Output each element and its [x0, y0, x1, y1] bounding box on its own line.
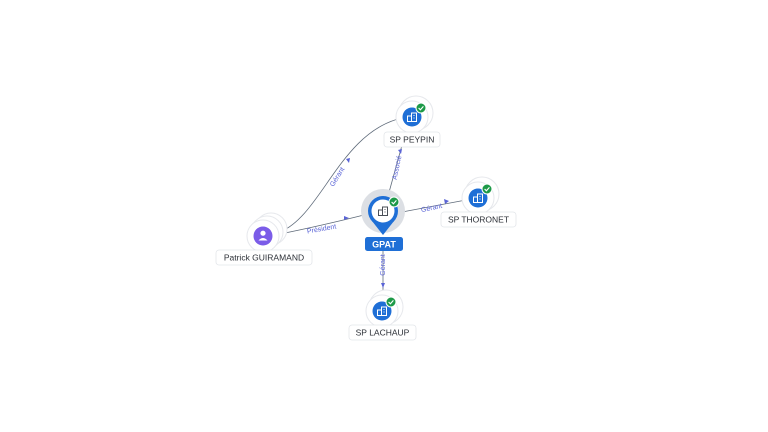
- node-label: SP LACHAUP: [356, 328, 410, 338]
- edge-label-associe: Associé: [392, 155, 404, 181]
- check-icon: [391, 200, 397, 205]
- node-label: SP THORONET: [448, 215, 509, 225]
- node-sp-lachaup[interactable]: SP LACHAUP: [348, 289, 417, 341]
- node-badge: [253, 226, 273, 246]
- check-icon: [388, 300, 394, 305]
- building-icon: [407, 112, 417, 122]
- building-icon: [378, 206, 388, 216]
- arrow-icon: [398, 149, 402, 154]
- node-patrick-guiramand[interactable]: Patrick GUIRAMAND: [215, 212, 313, 266]
- edge-gpat-lachaup[interactable]: Gérant: [380, 250, 387, 296]
- arrow-icon: [381, 283, 385, 288]
- node-label-box: [383, 131, 441, 148]
- building-icon: [473, 193, 483, 203]
- node-sp-thoronet[interactable]: SP THORONET: [440, 176, 517, 228]
- edge-label-gerant: Gérant: [380, 254, 387, 275]
- node-gpat[interactable]: GPAT: [361, 189, 405, 251]
- arrow-icon: [346, 158, 350, 163]
- node-label: SP PEYPIN: [390, 135, 435, 145]
- node-label-box: [365, 237, 403, 251]
- person-icon: [258, 230, 268, 241]
- node-label: GPAT: [372, 240, 396, 250]
- building-icon: [377, 306, 387, 316]
- verified-badge: [388, 196, 400, 208]
- node-label-box: [440, 211, 517, 228]
- edge-gpat-thoronet[interactable]: Gérant: [401, 199, 467, 214]
- edge-label-president: Président: [307, 223, 337, 235]
- verified-badge: [415, 102, 427, 114]
- check-icon: [418, 106, 424, 111]
- arrow-icon: [344, 216, 349, 220]
- node-label: Patrick GUIRAMAND: [224, 253, 304, 263]
- arrow-icon: [444, 199, 449, 204]
- node-sp-peypin[interactable]: SP PEYPIN: [383, 95, 441, 148]
- check-icon: [484, 187, 490, 192]
- verified-badge: [385, 296, 397, 308]
- node-label-box: [348, 324, 417, 341]
- edge-patrick-gpat[interactable]: Président: [279, 213, 369, 236]
- edge-gpat-peypin[interactable]: Associé: [387, 137, 405, 197]
- edge-label-gerant: Gérant: [420, 203, 442, 214]
- verified-badge: [481, 183, 493, 195]
- node-label-box: [215, 249, 313, 266]
